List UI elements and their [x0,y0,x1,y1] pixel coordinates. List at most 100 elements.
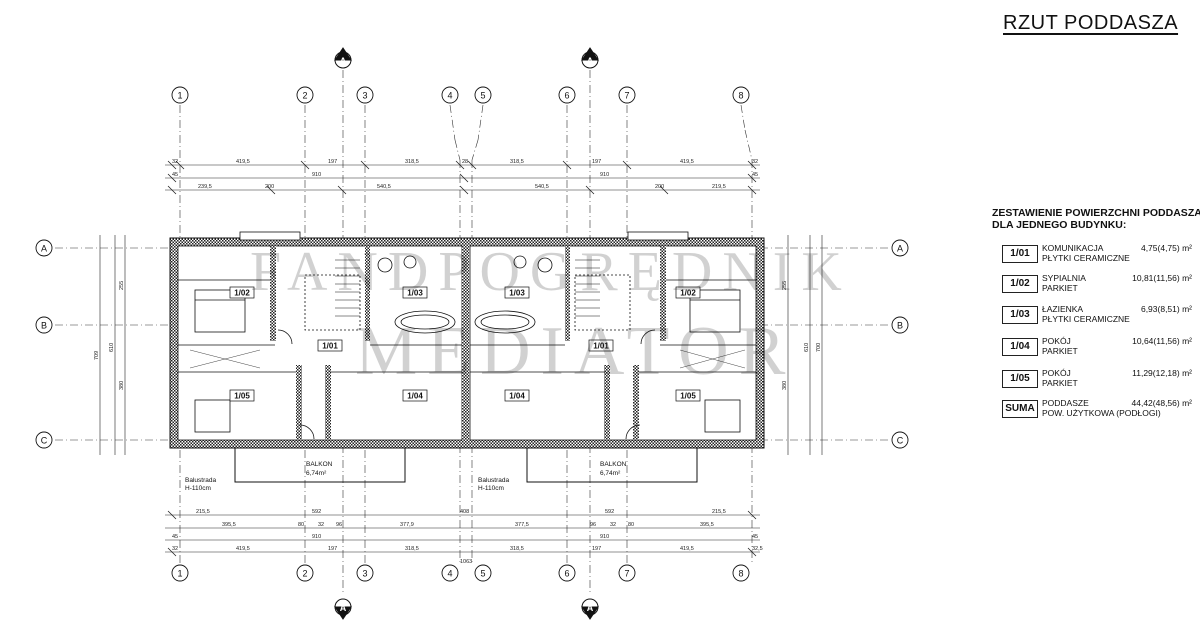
room-label: 1/04 [407,392,423,401]
balustrade-label: Balustrada [478,477,509,484]
summary-area: 44,42(48,56) m² [1131,398,1192,408]
page-title: RZUT PODDASZA [1003,12,1179,34]
summary-row: 1/03 ŁAZIENKA PŁYTKI CERAMICZNE 6,93(8,5… [1002,304,1198,330]
dim-value: 408 [460,509,469,515]
axis-number: 1 [177,569,182,579]
axis-letter: A [897,244,903,254]
summary-finish: PŁYTKI CERAMICZNE [1042,314,1130,324]
dim-value: 239,5 [198,184,212,190]
room-label: 1/05 [234,392,250,401]
axis-number: 1 [177,91,182,101]
section-markers: A A A A [334,47,599,620]
dim-value: 380 [782,381,788,390]
dimension-numbers: 32 419,5 197 318,5 28 318,5 197 419,5 32… [94,159,822,565]
room-label: 1/01 [593,342,609,351]
dimension-lines [99,164,823,553]
summary-room-name: SYPIALNIA [1042,273,1086,283]
summary-heading: ZESTAWIENIE POWIERZCHNI PODDASZA DLA JED… [992,207,1200,231]
axis-number: 6 [564,569,569,579]
summary-area: 4,75(4,75) m² [1140,243,1192,253]
dim-value: 197 [592,159,601,165]
dim-value: 197 [592,546,601,552]
dim-value: 709 [94,351,100,360]
dim-value: 197 [328,546,337,552]
section-letter: A [340,603,347,613]
room-label: 1/03 [407,289,423,298]
dim-value: 592 [312,509,321,515]
dim-value: 910 [312,534,321,540]
axis-number: 5 [480,569,485,579]
dim-value: 318,5 [510,159,524,165]
axis-number: 2 [302,569,307,579]
dim-value: 1063 [460,559,472,565]
dim-value: 28 [462,159,468,165]
dim-value: 215,5 [196,509,210,515]
balcony-area: 6,74m² [600,470,621,477]
axis-number: 6 [564,91,569,101]
dim-value: 96 [590,522,596,528]
balustrade-height: H-110cm [185,485,211,492]
dim-value: 80 [298,522,304,528]
dim-value: 219,5 [712,184,726,190]
summary-finish: PARKIET [1042,346,1078,356]
dim-value: 255 [782,281,788,290]
dim-value: 32 [172,546,178,552]
dim-value: 45 [172,172,178,178]
dim-value: 395,5 [222,522,236,528]
dim-value: 910 [600,534,609,540]
dim-value: 45 [752,534,758,540]
room-label: 1/02 [234,289,250,298]
dim-value: 419,5 [680,546,694,552]
summary-code: 1/02 [1002,275,1038,293]
room-label: 1/01 [322,342,338,351]
watermark-line-2: MEDIATOR [355,313,796,390]
room-labels: 1/02 1/03 1/01 1/05 1/04 1/03 1/02 1/01 … [229,286,701,402]
summary-code: SUMA [1002,400,1038,418]
room-label: 1/05 [680,392,696,401]
dim-value: 80 [628,522,634,528]
dim-value: 318,5 [405,159,419,165]
dim-value: 380 [119,381,125,390]
axis-number: 5 [480,91,485,101]
summary-area: 6,93(8,51) m² [1140,304,1192,314]
section-letter: A [340,56,347,66]
dim-value: 255 [119,281,125,290]
summary-row: 1/02 SYPIALNIA PARKIET 10,81(11,56) m² [1002,273,1198,299]
axis-letter: B [41,321,47,331]
dim-value: 318,5 [405,546,419,552]
summary-room-name: ŁAZIENKA [1042,304,1084,314]
section-letter: A [587,603,594,613]
balcony-label: BALKON [600,461,627,468]
summary-code: 1/03 [1002,306,1038,324]
dim-value: 32 [318,522,324,528]
dim-value: 419,5 [236,546,250,552]
dimension-ticks [167,160,757,557]
summary-room-name: KOMUNIKACJA [1042,243,1104,253]
axis-number: 3 [362,569,367,579]
balcony-label: BALKON [306,461,333,468]
summary-code: 1/05 [1002,370,1038,388]
axis-bubbles-bottom: 1 2 3 4 5 6 7 8 [171,564,750,582]
axis-number: 4 [447,569,452,579]
axis-bubbles-top: 1 2 3 4 5 6 7 8 [171,86,750,104]
axis-number: 7 [624,91,629,101]
dim-value: 540,5 [535,184,549,190]
dim-value: 377,9 [400,522,414,528]
summary-finish: PARKIET [1042,378,1078,388]
axis-bubbles-letters: A B C A B C [35,239,909,449]
summary-area: 10,64(11,56) m² [1132,336,1192,346]
dim-value: 592 [605,509,614,515]
summary-finish: POW. UŻYTKOWA (PODŁOGI) [1042,408,1161,418]
dim-value: 610 [804,343,810,352]
dim-value: 419,5 [236,159,250,165]
dim-value: 610 [109,343,115,352]
axis-number: 8 [738,91,743,101]
summary-row: 1/04 POKÓJ PARKIET 10,64(11,56) m² [1002,336,1198,362]
axis-letter: B [897,321,903,331]
summary-code: 1/01 [1002,245,1038,263]
summary-room-name: POKÓJ [1042,368,1071,378]
axis-number: 2 [302,91,307,101]
dim-value: 910 [312,172,321,178]
dim-value: 32,5 [752,546,763,552]
